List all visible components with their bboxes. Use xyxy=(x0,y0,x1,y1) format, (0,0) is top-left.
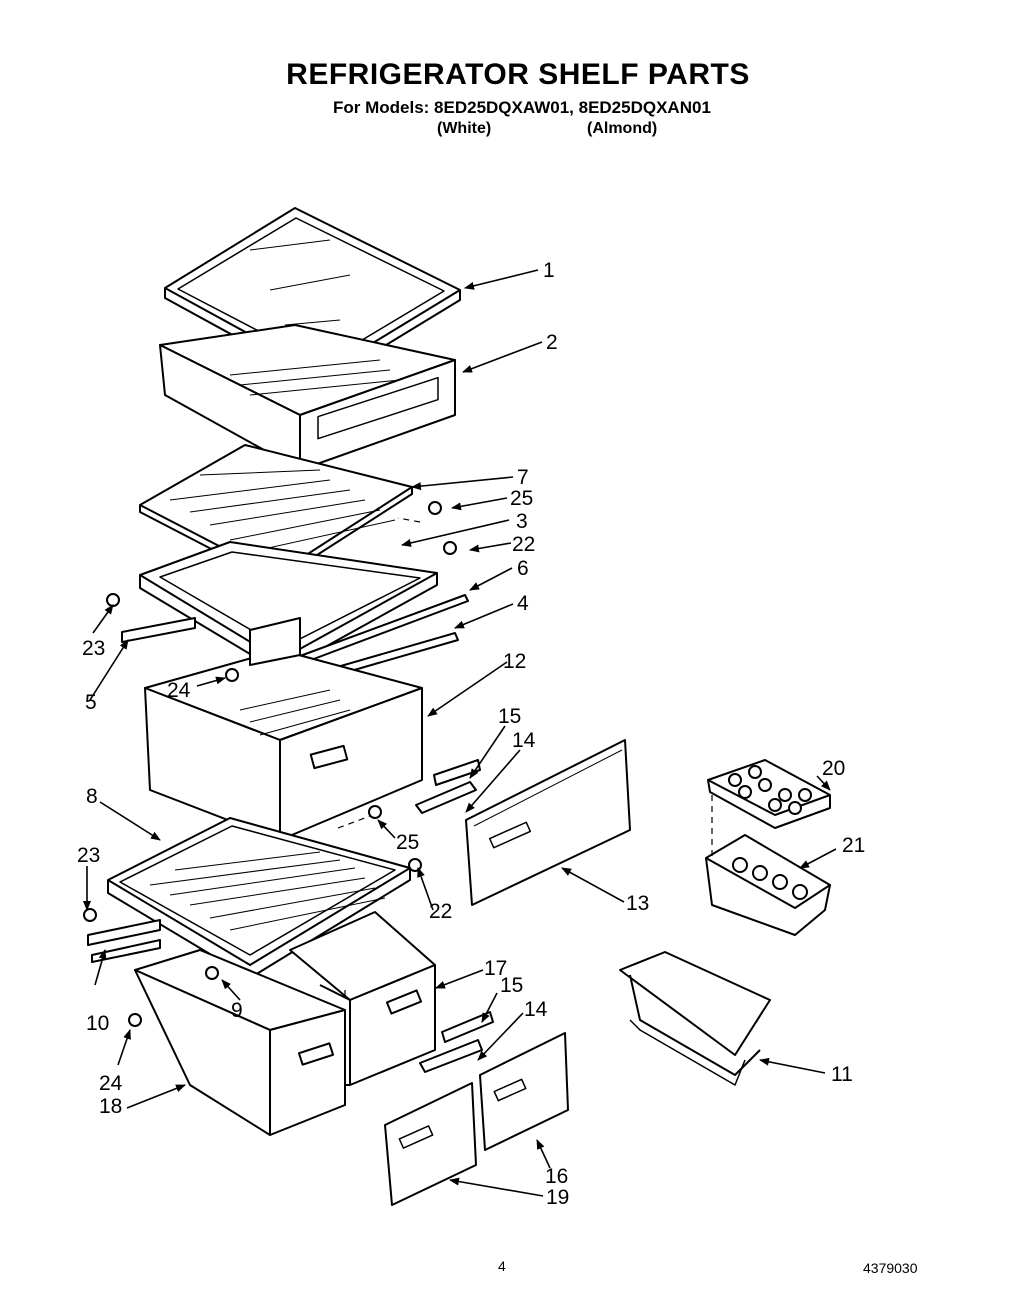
variant-white-label: (White) xyxy=(437,120,492,137)
callout-22: 22 xyxy=(429,900,452,923)
egg-tray-part xyxy=(707,759,831,829)
fastener-screws xyxy=(83,501,457,1027)
door-bin-part xyxy=(619,951,771,1086)
callout-19: 19 xyxy=(546,1186,569,1209)
callout-23: 23 xyxy=(82,637,105,660)
callout-21: 21 xyxy=(842,834,865,857)
alignment-lines xyxy=(337,517,713,1000)
callout-24: 24 xyxy=(99,1072,123,1095)
small-drawer-front-part xyxy=(479,1032,569,1151)
lower-left-drawer-part xyxy=(134,949,346,1136)
lower-rail-part xyxy=(87,919,161,963)
page-number: 4 xyxy=(498,1258,506,1274)
callout-11: 11 xyxy=(831,1063,853,1086)
callout-12: 12 xyxy=(503,650,526,673)
callout-3: 3 xyxy=(516,510,528,533)
upper-drawer-front-part xyxy=(465,739,631,906)
rail-rods-part xyxy=(299,594,469,680)
callout-10: 10 xyxy=(86,1012,109,1035)
callout-20: 20 xyxy=(822,757,845,780)
callout-labels: 1 2 7 25 3 22 6 23 4 5 12 24 15 14 20 8 … xyxy=(77,259,865,1209)
lower-clips-part xyxy=(419,1011,494,1073)
callout-14: 14 xyxy=(524,998,548,1021)
page-title: REFRIGERATOR SHELF PARTS xyxy=(286,58,750,91)
callout-2: 2 xyxy=(546,331,558,354)
callout-5: 5 xyxy=(85,691,97,714)
leader-lines xyxy=(83,269,837,1197)
callout-22: 22 xyxy=(512,533,535,556)
callout-18: 18 xyxy=(99,1095,122,1118)
variant-almond-label: (Almond) xyxy=(587,120,658,137)
callout-25: 25 xyxy=(510,487,533,510)
callout-15: 15 xyxy=(498,705,521,728)
callout-9: 9 xyxy=(231,999,243,1022)
callout-25: 25 xyxy=(396,831,419,854)
callout-6: 6 xyxy=(517,557,529,580)
callout-14: 14 xyxy=(512,729,536,752)
callout-8: 8 xyxy=(86,785,98,808)
left-rail-part xyxy=(121,617,196,643)
egg-bin-part xyxy=(705,834,831,936)
lower-right-drawer-part xyxy=(289,911,436,1086)
model-numbers: For Models: 8ED25DQXAW01, 8ED25DQXAN01 xyxy=(333,98,711,117)
upper-clips-part xyxy=(415,759,481,814)
document-number: 4379030 xyxy=(863,1260,918,1276)
callout-16: 16 xyxy=(545,1165,568,1188)
callout-23: 23 xyxy=(77,844,100,867)
callout-15: 15 xyxy=(500,974,523,997)
callout-4: 4 xyxy=(517,592,529,615)
callout-1: 1 xyxy=(543,259,555,282)
callout-13: 13 xyxy=(626,892,649,915)
deli-drawer-part xyxy=(159,324,456,471)
callout-24: 24 xyxy=(167,679,191,702)
lower-drawer-front-part xyxy=(384,1082,477,1206)
callout-17: 17 xyxy=(484,957,507,980)
callout-7: 7 xyxy=(517,466,529,489)
upper-crisper-drawer-part xyxy=(144,617,423,841)
